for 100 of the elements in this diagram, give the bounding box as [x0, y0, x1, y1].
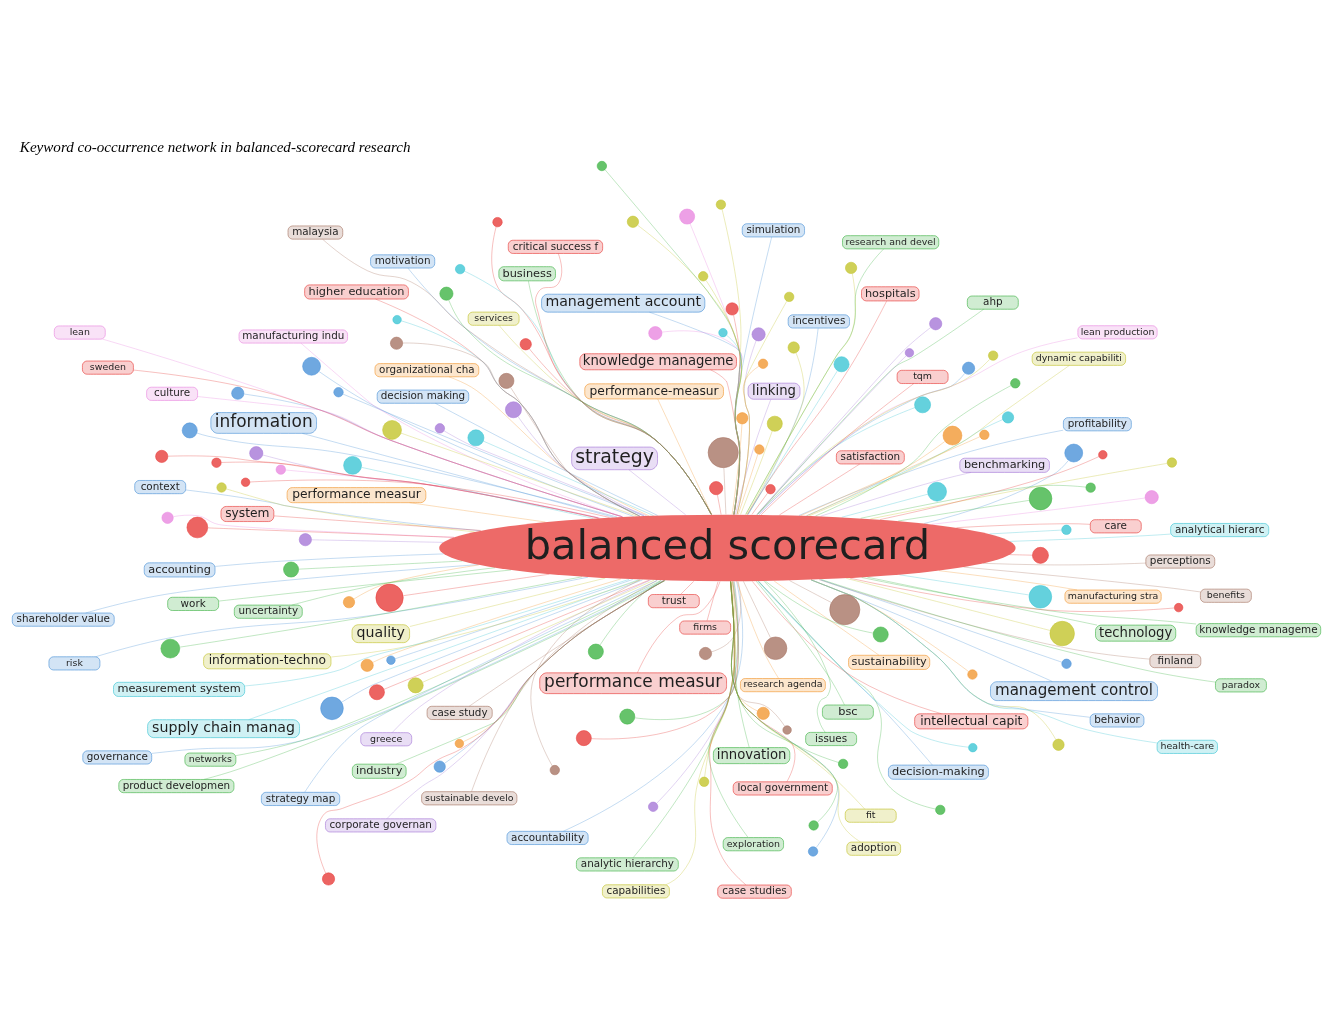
- node-circle: [498, 373, 515, 389]
- node-circle: [155, 450, 169, 463]
- node-box: linking: [747, 382, 801, 400]
- node-circle: [725, 302, 739, 316]
- node-box: strategy map: [260, 791, 341, 806]
- node-circle: [1098, 450, 1108, 460]
- node-box: fit: [844, 808, 897, 823]
- node-circle: [756, 706, 770, 720]
- node-circle: [784, 291, 795, 302]
- node-box: lean: [53, 325, 106, 340]
- node-circle: [787, 341, 800, 354]
- node-box: profitability: [1062, 417, 1132, 432]
- node-circle: [1085, 482, 1096, 493]
- node-box: measurement system: [113, 681, 246, 697]
- connector: [849, 577, 1175, 612]
- connector: [95, 576, 589, 658]
- node-box: issues: [805, 731, 858, 747]
- node-circle: [283, 561, 299, 578]
- node-circle: [375, 583, 404, 612]
- node-circle: [1174, 603, 1184, 613]
- node-box: research agenda: [740, 678, 826, 693]
- node-circle: [808, 846, 819, 857]
- node-box: management account: [541, 293, 706, 313]
- node-box: quality: [351, 624, 411, 644]
- node-circle: [588, 643, 604, 660]
- node-circle: [766, 415, 783, 432]
- node-box: decision-making: [887, 764, 989, 780]
- node-box: benefits: [1199, 588, 1252, 603]
- node-circle: [505, 401, 522, 419]
- node-box: capabilities: [601, 884, 670, 899]
- node-box: manufacturing stra: [1064, 589, 1162, 604]
- node-box: accounting: [143, 562, 216, 578]
- node-circle: [758, 358, 769, 369]
- node-box: culture: [146, 386, 199, 401]
- node-box: management control: [990, 681, 1158, 702]
- node-box: work: [167, 596, 220, 611]
- node-circle: [648, 326, 663, 341]
- node-circle: [160, 638, 181, 659]
- node-circle: [929, 317, 943, 331]
- node-circle: [454, 738, 464, 749]
- node-circle: [1144, 490, 1159, 505]
- node-box: dynamic capabiliti: [1031, 351, 1127, 366]
- node-circle: [698, 271, 709, 282]
- node-box: manufacturing indu: [238, 329, 349, 344]
- node-circle: [619, 708, 636, 725]
- node-circle: [968, 743, 978, 753]
- node-circle: [407, 677, 424, 694]
- node-box: benchmarking: [959, 457, 1050, 473]
- node-circle: [298, 533, 312, 547]
- connector: [249, 479, 610, 518]
- node-box: organizational cha: [374, 363, 480, 378]
- connector: [860, 485, 1087, 519]
- node-circle: [390, 336, 403, 350]
- node-circle: [333, 387, 344, 398]
- node-circle: [322, 872, 335, 886]
- node-circle: [181, 422, 198, 439]
- node-circle: [392, 315, 402, 325]
- diagram-title: Keyword co-occurrence network in balanced-scorecard research: [19, 138, 411, 155]
- node-box: case studies: [717, 884, 792, 899]
- node-box: industry: [351, 763, 407, 779]
- node-box: firms: [679, 620, 732, 635]
- connector: [422, 579, 655, 683]
- node-box: critical success f: [507, 239, 604, 254]
- node-circle: [754, 444, 765, 455]
- node-box: information: [210, 412, 317, 434]
- node-circle: [549, 765, 560, 776]
- node-circle: [492, 217, 503, 228]
- node-circle: [872, 626, 889, 643]
- node-circle: [241, 477, 251, 487]
- node-box: decision making: [376, 389, 470, 404]
- node-box: local government: [732, 781, 833, 796]
- node-circle: [627, 215, 639, 228]
- node-box: shareholder value: [11, 612, 115, 627]
- node-circle: [320, 696, 344, 720]
- node-box: simulation: [741, 223, 805, 238]
- node-circle: [808, 820, 819, 831]
- node-circle: [1002, 411, 1014, 424]
- node-circle: [386, 655, 396, 665]
- node-box: paradox: [1215, 678, 1267, 693]
- node-circle: [715, 199, 726, 210]
- node-box: care: [1089, 519, 1142, 534]
- node-circle: [576, 730, 592, 746]
- connector: [861, 577, 1197, 625]
- node-circle: [648, 801, 659, 812]
- node-box: lean production: [1077, 325, 1158, 340]
- node-circle: [707, 437, 739, 468]
- node-box: context: [134, 480, 187, 495]
- node-box: knowledge manageme: [579, 353, 737, 371]
- node-circle: [914, 396, 931, 414]
- node-box: system: [220, 505, 275, 522]
- node-circle: [343, 456, 362, 475]
- node-box: sustainability: [848, 654, 931, 670]
- node-box: intellectual capit: [914, 713, 1029, 730]
- node-box: product developmen: [118, 779, 235, 794]
- node-circle: [833, 356, 850, 373]
- node-box: uncertainty: [233, 604, 303, 619]
- node-box: finland: [1149, 654, 1202, 669]
- node-box: sweden: [81, 360, 134, 375]
- node-circle: [1061, 658, 1072, 669]
- node-circle: [439, 286, 454, 301]
